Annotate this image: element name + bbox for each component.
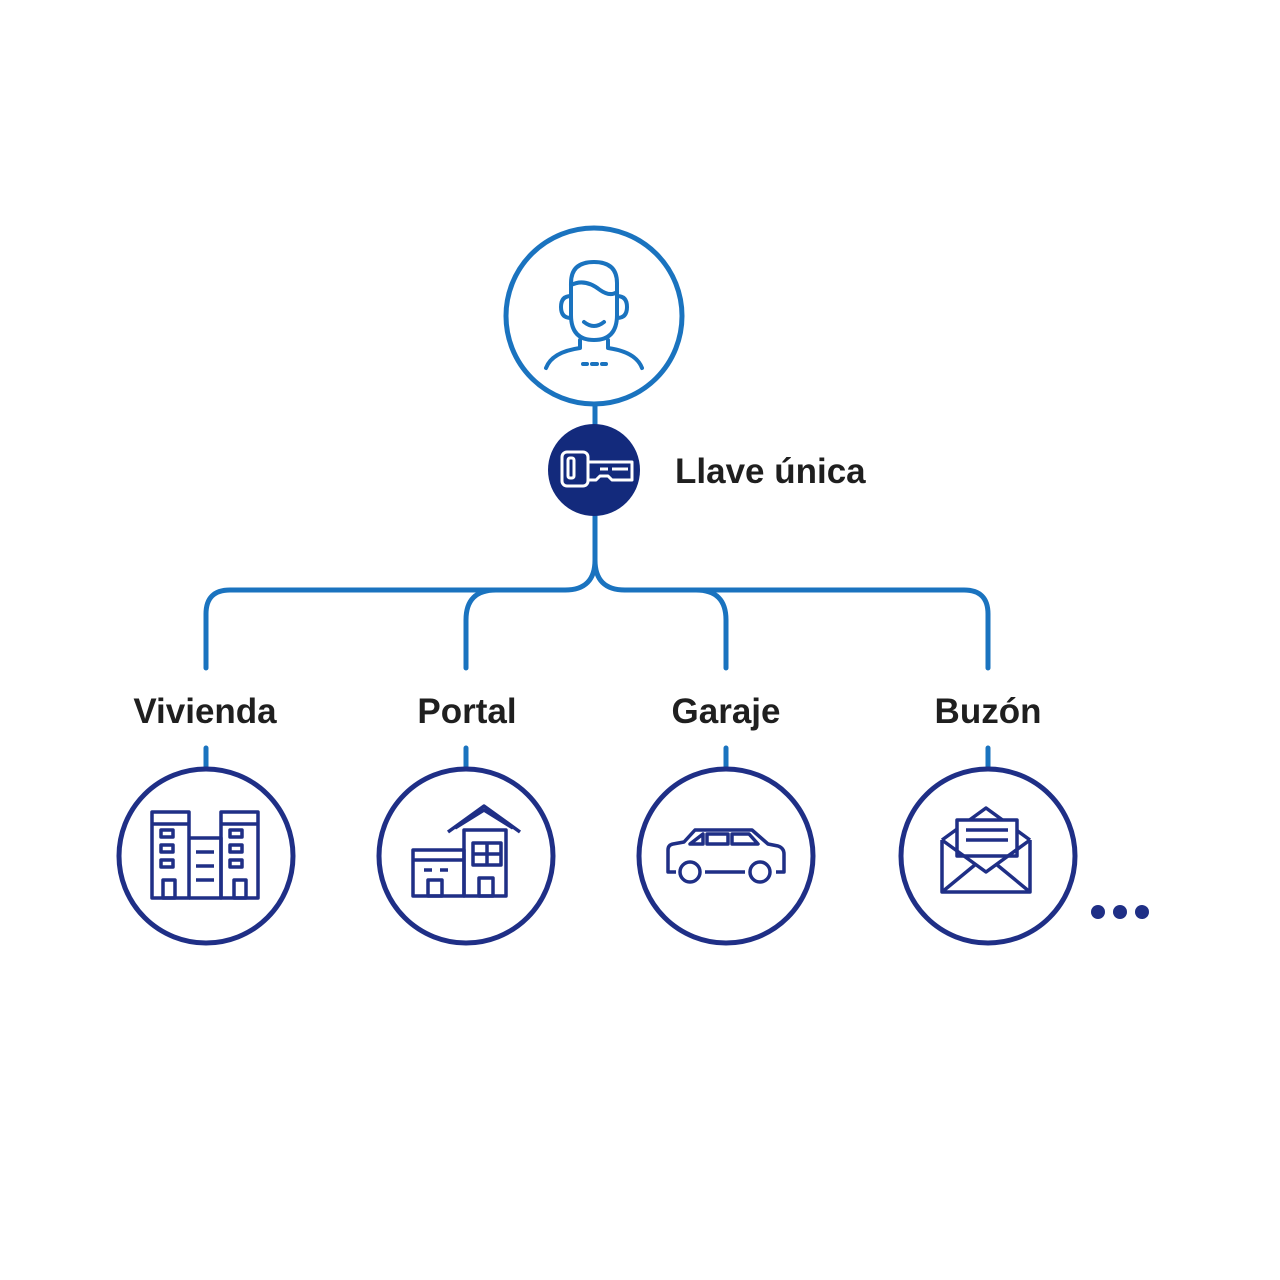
branch-node-garaje [636,766,816,946]
key-to-branches-trunk [203,511,598,671]
root-node [503,225,685,407]
branch-node-buzon [898,766,1078,946]
car-icon [666,828,786,884]
key-label: Llave única [675,452,866,491]
branch-line-buzon [622,587,991,671]
person-icon [544,260,644,370]
branch-label-vivienda: Vivienda [133,692,277,731]
key-node [548,424,640,516]
branch-line-portal [463,587,568,671]
ellipsis-icon [1091,905,1149,919]
branch-node-portal [376,766,556,946]
envelope-icon [940,806,1032,894]
branch-line-garaje [592,557,729,671]
house-icon [411,804,522,898]
apartment-building-icon [150,810,260,900]
key-icon [560,450,634,488]
branch-label-garaje: Garaje [671,692,781,731]
connector-lines [203,399,991,773]
branch-label-portal: Portal [417,692,517,731]
branch-label-buzon: Buzón [934,692,1042,731]
branch-node-vivienda [116,766,296,946]
